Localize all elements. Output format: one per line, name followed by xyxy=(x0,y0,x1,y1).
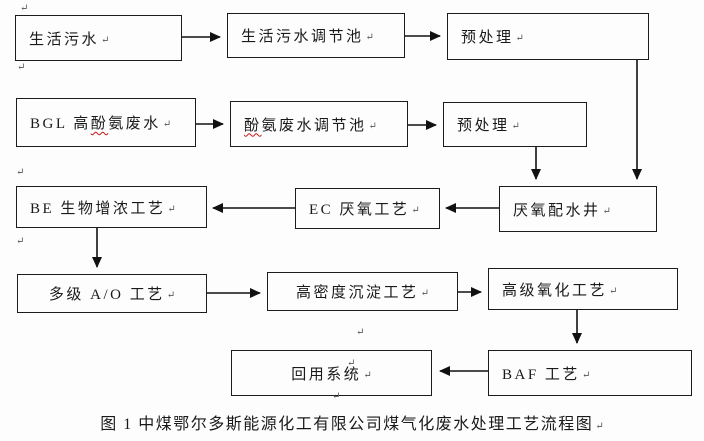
paragraph-mark: ↵ xyxy=(511,121,520,132)
figure-caption-text: 图 1 中煤鄂尔多斯能源化工有限公司煤气化废水处理工艺流程图 xyxy=(100,416,594,433)
flow-box-multistage-ao-process: 多级 A/O 工艺↵ xyxy=(17,274,207,313)
paragraph-mark: ↵ xyxy=(20,3,29,14)
paragraph-mark: ↵ xyxy=(101,34,110,46)
paragraph-mark: ↵ xyxy=(17,62,26,73)
flow-box-label: EC 厌氧工艺 xyxy=(309,202,410,218)
paragraph-mark: ↵ xyxy=(365,32,374,43)
flow-box-baf-process: BAF 工艺↵ xyxy=(488,350,692,396)
flow-box-label: 氨废水调节池 xyxy=(261,117,367,134)
flow-box-label: 氨废水 xyxy=(108,116,161,132)
flow-box-label: 高级氧化工艺 xyxy=(502,282,608,299)
paragraph-mark: ↵ xyxy=(420,288,429,299)
flow-box-domestic-sewage-regulating-tank: 生活污水调节池↵ xyxy=(227,13,405,58)
paragraph-mark: ↵ xyxy=(609,285,618,297)
paragraph-mark: ↵ xyxy=(162,119,172,130)
flow-box-bgl-high-phenol-ammonia-wastewater: BGL 高酚氨废水↵ xyxy=(16,98,196,147)
paragraph-mark: ↵ xyxy=(332,391,341,402)
flow-box-advanced-oxidation-process: 高级氧化工艺↵ xyxy=(488,268,678,310)
paragraph-mark: ↵ xyxy=(411,205,420,216)
paragraph-mark: ↵ xyxy=(515,33,524,44)
flow-box-pretreatment-2: 预处理↵ xyxy=(443,102,587,147)
paragraph-mark: ↵ xyxy=(16,236,25,247)
flow-box-domestic-sewage: 生活污水↵ xyxy=(15,15,182,61)
flow-box-label: 预处理 xyxy=(461,30,514,46)
paragraph-mark: ↵ xyxy=(356,327,365,338)
flow-box-label: BGL 高 xyxy=(30,116,91,132)
paragraph-mark: ↵ xyxy=(602,205,611,217)
paragraph-mark: ↵ xyxy=(363,369,372,381)
flow-box-high-density-sedimentation-process: 高密度沉淀工艺↵ xyxy=(267,272,458,311)
paragraph-mark: ↵ xyxy=(595,421,604,432)
flow-box-pretreatment-1: 预处理↵ xyxy=(447,13,649,60)
paragraph-mark: ↵ xyxy=(347,358,356,369)
flow-box-reuse-system: 回用系统↵ xyxy=(231,350,432,396)
paragraph-mark: ↵ xyxy=(368,120,377,132)
figure-caption: 图 1 中煤鄂尔多斯能源化工有限公司煤气化废水处理工艺流程图↵ xyxy=(0,410,704,434)
flow-box-label: 高密度沉淀工艺 xyxy=(296,285,419,301)
paragraph-mark: ↵ xyxy=(16,167,25,178)
flow-box-phenol-ammonia-regulating-tank: 酚氨废水调节池↵ xyxy=(230,101,408,147)
misspelled-text: 酚 xyxy=(244,117,262,134)
flow-box-anaerobic-distribution-well: 厌氧配水井↵ xyxy=(499,186,657,232)
flow-box-label: BE 生物增浓工艺 xyxy=(30,200,166,217)
flow-box-label: 预处理 xyxy=(457,118,510,134)
flow-box-label: 生活污水调节池 xyxy=(241,29,364,45)
flow-box-label: 回用系统 xyxy=(291,366,362,383)
flow-box-label: 厌氧配水井 xyxy=(513,202,601,219)
paragraph-mark: ↵ xyxy=(166,290,176,301)
flow-box-be-bio-concentration-process: BE 生物增浓工艺↵ xyxy=(16,186,207,228)
flow-box-label: BAF 工艺 xyxy=(502,366,580,383)
paragraph-mark: ↵ xyxy=(581,369,591,381)
flow-box-label: 多级 A/O 工艺 xyxy=(48,287,165,303)
paragraph-mark: ↵ xyxy=(167,203,176,215)
flow-box-label: 生活污水 xyxy=(29,31,100,48)
misspelled-text: 酚 xyxy=(90,116,109,132)
flow-box-ec-anaerobic-process: EC 厌氧工艺↵ xyxy=(295,188,440,229)
